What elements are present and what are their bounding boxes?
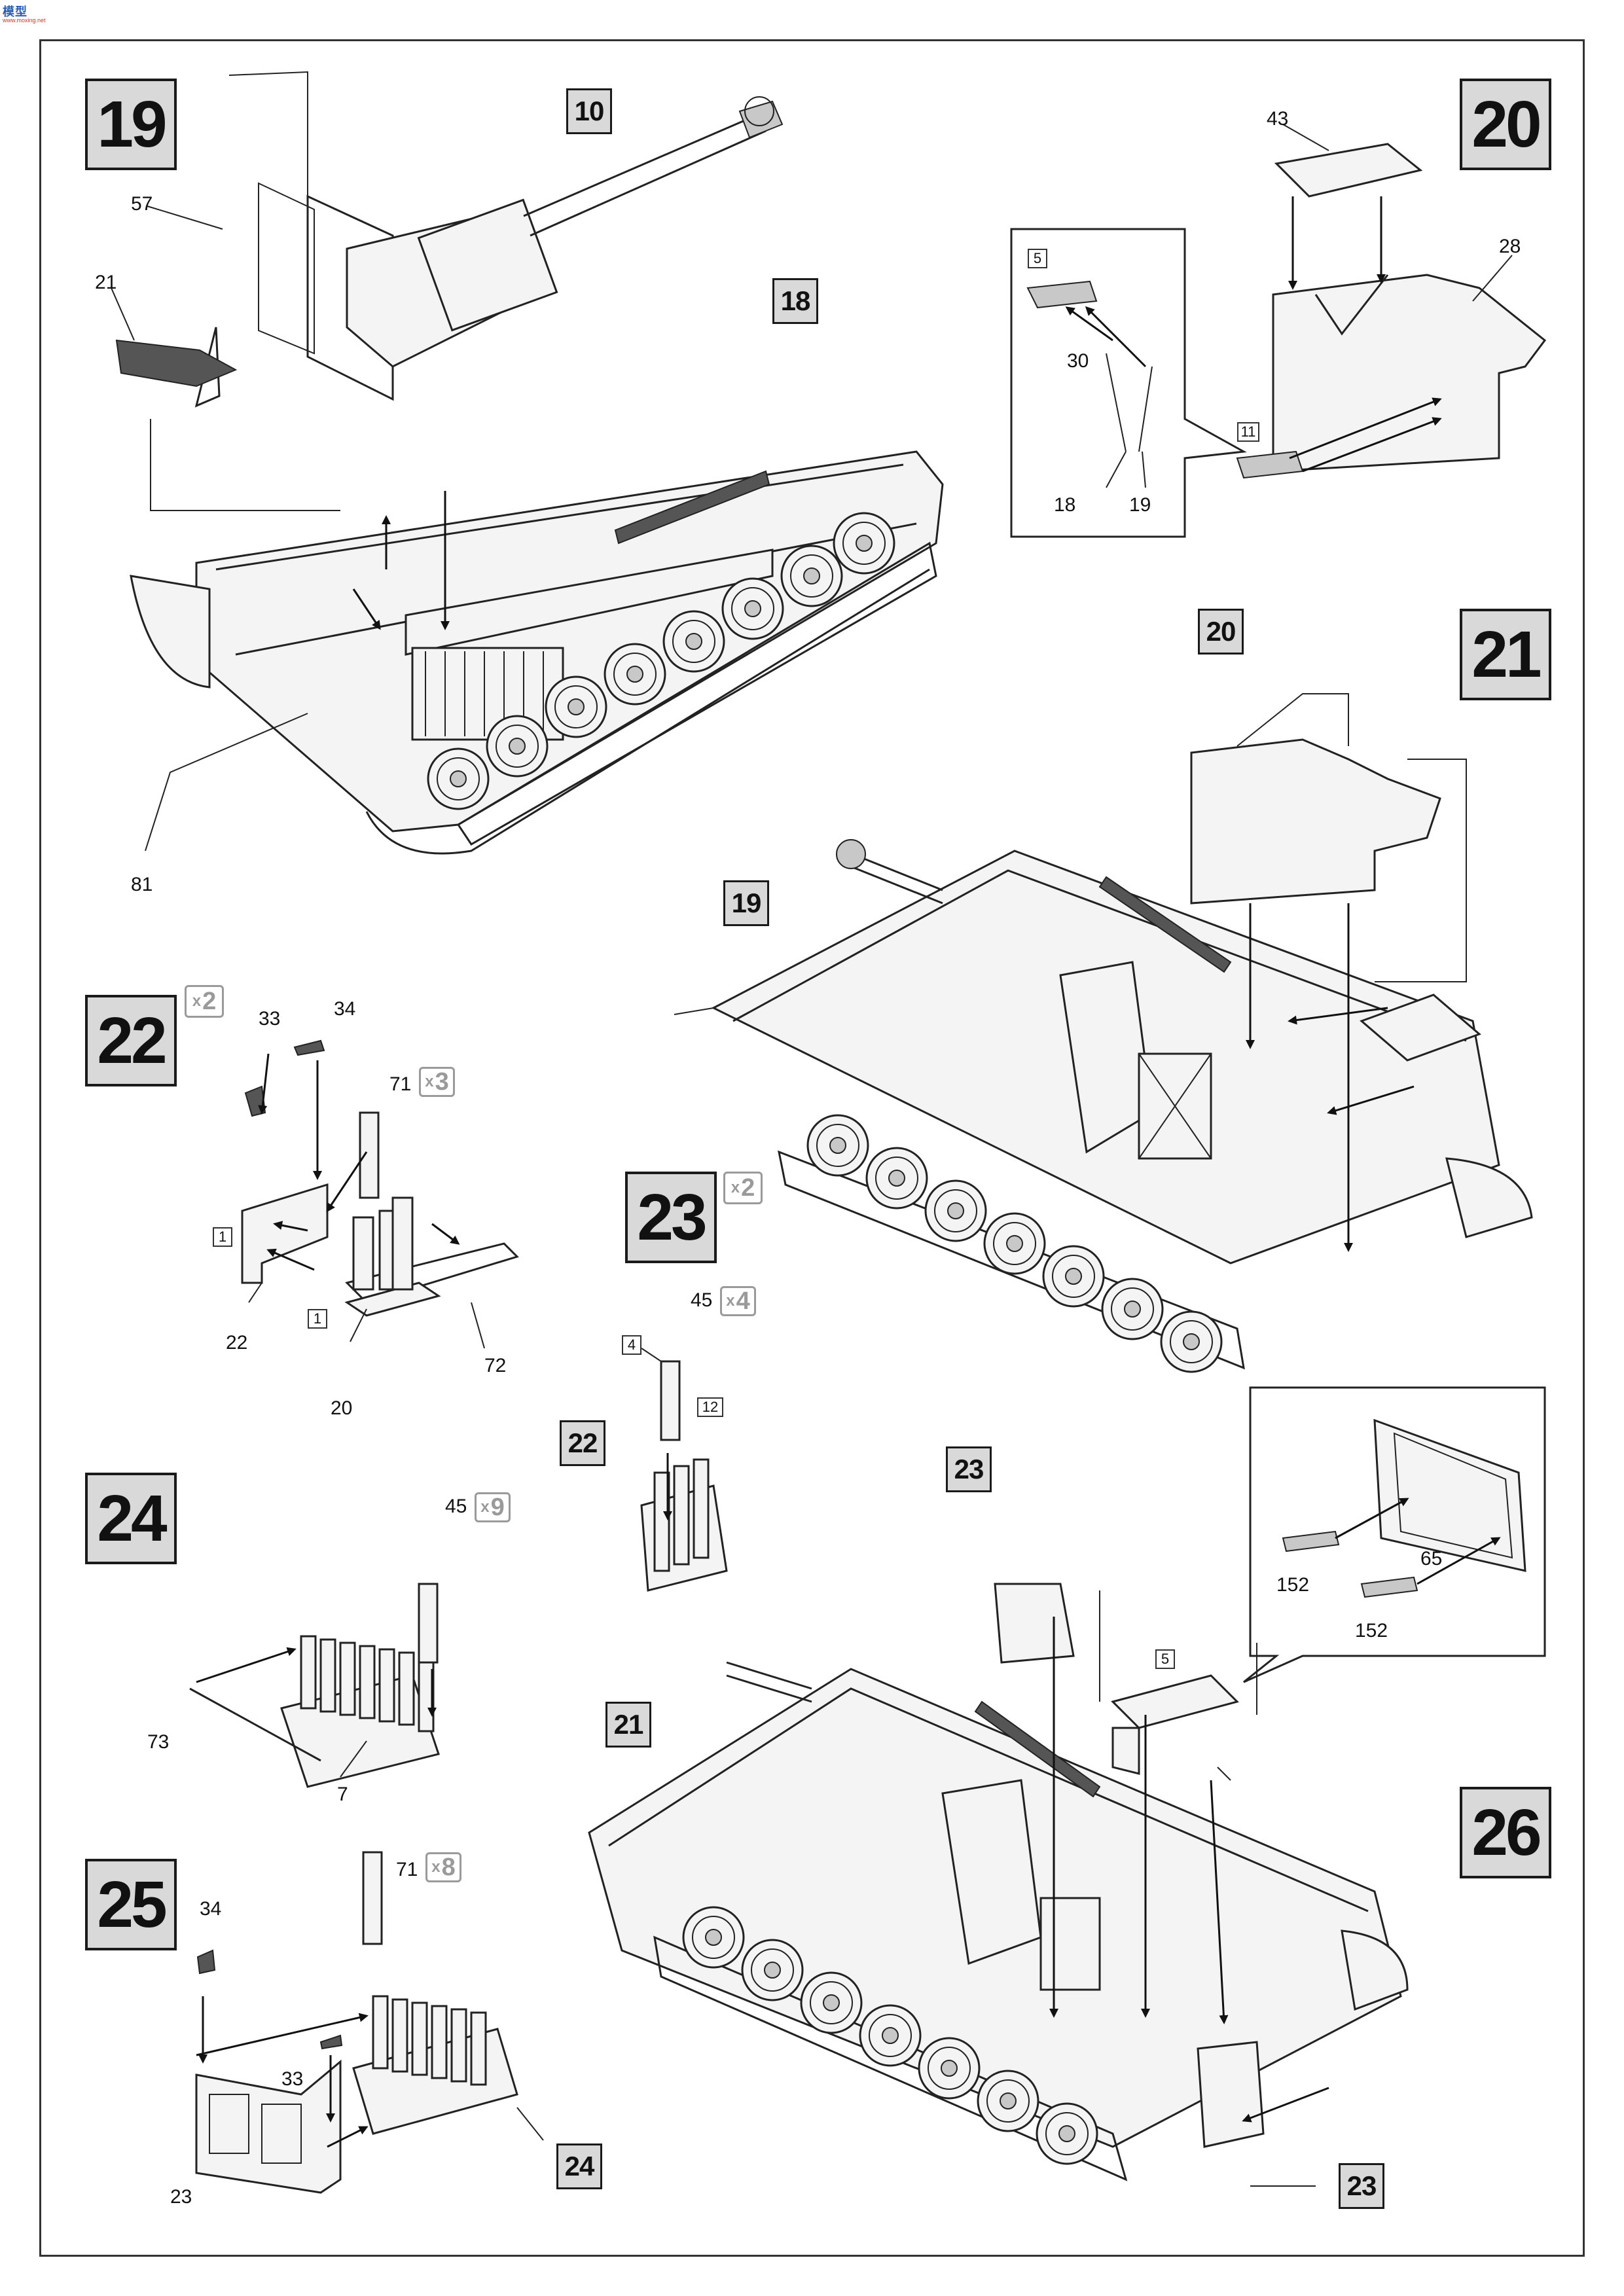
part-43: 43 xyxy=(1267,108,1289,130)
step19-guides xyxy=(111,71,450,852)
part-34-step25: 34 xyxy=(200,1898,222,1920)
part-81: 81 xyxy=(131,874,153,895)
part-33-step25: 33 xyxy=(281,2068,304,2090)
multiplier-value: 4 xyxy=(736,1287,750,1315)
ref-step-23-bottom: 23 xyxy=(1339,2163,1384,2209)
step-25-number: 25 xyxy=(85,1859,177,1950)
ref-step-24: 24 xyxy=(556,2144,602,2189)
multiplier-value: 2 xyxy=(741,1174,755,1202)
part-30: 30 xyxy=(1067,350,1089,372)
ref-step-19: 19 xyxy=(723,880,769,926)
step21-hull-drawing xyxy=(674,839,1533,1373)
step23-box xyxy=(640,1348,728,1592)
multiplier-prefix: x xyxy=(731,1179,740,1196)
part-22: 22 xyxy=(226,1332,248,1354)
instruction-sheet-frame xyxy=(39,39,1585,2257)
color-box-1-step22-b: 1 xyxy=(308,1309,327,1329)
part-57: 57 xyxy=(131,193,153,215)
color-box-5-step26: 5 xyxy=(1155,1649,1175,1669)
multiplier-prefix: x xyxy=(192,992,202,1010)
color-box-11-step20: 11 xyxy=(1237,422,1259,442)
ref-step-20: 20 xyxy=(1198,609,1244,655)
multiplier-prefix: x xyxy=(425,1073,434,1090)
multiplier-prefix: x xyxy=(480,1498,490,1516)
ref-step-22: 22 xyxy=(560,1420,605,1466)
part-28: 28 xyxy=(1499,236,1521,257)
part-73: 73 xyxy=(147,1731,170,1753)
step-22-number: 22 xyxy=(85,995,177,1086)
part-71-step22: 71 xyxy=(389,1073,412,1095)
part-152-b: 152 xyxy=(1355,1620,1388,1641)
part-65: 65 xyxy=(1420,1548,1443,1570)
step26-hull-drawing xyxy=(588,1583,1409,2187)
step20-superstructure xyxy=(1236,124,1547,479)
step24-rack xyxy=(189,1583,440,1788)
multiplier-value: 8 xyxy=(441,1853,456,1881)
ref-step-23-top: 23 xyxy=(946,1446,992,1492)
color-box-12-step23: 12 xyxy=(697,1397,723,1417)
step-20-number: 20 xyxy=(1460,79,1551,170)
step19-hull-drawing xyxy=(115,96,944,855)
step-19-number: 19 xyxy=(85,79,177,170)
multiplier-prefix: x xyxy=(431,1858,441,1876)
part-18: 18 xyxy=(1054,494,1076,516)
part-23: 23 xyxy=(170,2186,192,2208)
part-19: 19 xyxy=(1129,494,1151,516)
step-24-number: 24 xyxy=(85,1473,177,1564)
color-box-1-step22-a: 1 xyxy=(213,1227,232,1247)
ref-step-10: 10 xyxy=(566,88,612,134)
part-152-a: 152 xyxy=(1276,1574,1310,1596)
step-23-number: 23 xyxy=(625,1172,717,1263)
multiplier-value: 9 xyxy=(490,1493,505,1521)
multiplier-value: 3 xyxy=(435,1067,449,1096)
step20-inset xyxy=(1010,228,1247,538)
part-45-step23: 45 xyxy=(691,1289,713,1311)
step26-inset xyxy=(1243,1386,1546,1683)
corner-logo: 模型 www.moxing.net xyxy=(3,3,48,25)
part-20: 20 xyxy=(331,1397,353,1419)
step-21-number: 21 xyxy=(1460,609,1551,700)
part-45-step24: 45 xyxy=(445,1496,467,1517)
part-71-step25: 71 xyxy=(396,1859,418,1880)
step-26-number: 26 xyxy=(1460,1787,1551,1878)
color-box-5-step20: 5 xyxy=(1028,249,1047,268)
ref-step-21: 21 xyxy=(605,1702,651,1748)
part-7: 7 xyxy=(337,1784,348,1805)
part-34-step22: 34 xyxy=(334,998,356,1020)
multiplier-value: 2 xyxy=(202,987,217,1015)
logo-url: www.moxing.net xyxy=(3,17,46,24)
ref-step-18: 18 xyxy=(772,278,818,324)
step21-superstructure xyxy=(1190,693,1467,1252)
part-33-step22: 33 xyxy=(259,1008,281,1030)
part-21: 21 xyxy=(95,272,117,293)
part-72: 72 xyxy=(484,1355,507,1376)
step25-box xyxy=(195,1851,544,2194)
logo-mark: 模型 xyxy=(3,5,27,18)
multiplier-prefix: x xyxy=(726,1292,735,1310)
color-box-4-step23: 4 xyxy=(622,1335,641,1355)
step22-rack xyxy=(241,1039,519,1349)
